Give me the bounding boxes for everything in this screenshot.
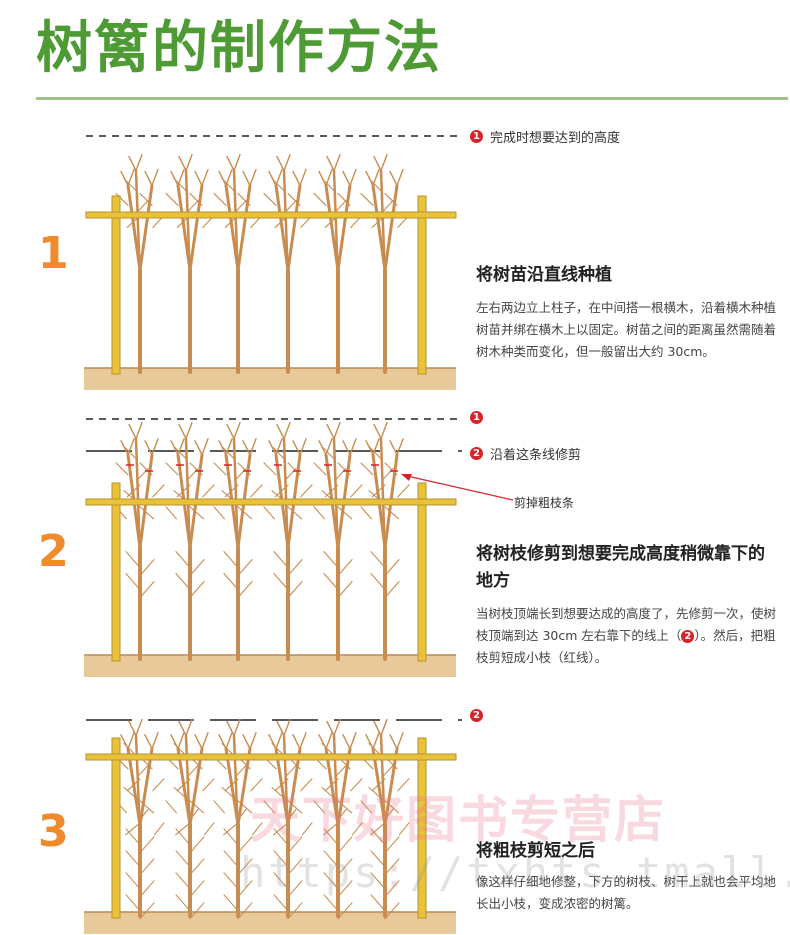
ground xyxy=(84,912,456,934)
sapling xyxy=(165,421,215,661)
sapling xyxy=(360,153,410,374)
cut-thick-branches-callout: 剪掉粗枝条 xyxy=(514,496,575,510)
sapling xyxy=(263,421,313,661)
step-1-marker-1: 1 完成时想要达到的高度 xyxy=(470,127,620,146)
sapling xyxy=(360,718,410,920)
crossbar xyxy=(85,753,457,761)
badge-1-icon: 1 xyxy=(470,411,483,424)
left-post xyxy=(111,737,121,919)
step-1-body: 左右两边立上柱子，在中间搭一根横木，沿着横木种植树苗并绑在横木上以固定。树苗之间… xyxy=(476,300,777,359)
sapling xyxy=(115,153,165,374)
ground xyxy=(84,655,456,677)
step-1-illustration xyxy=(84,135,462,390)
badge-2-icon: 2 xyxy=(681,630,695,643)
sapling xyxy=(115,421,165,661)
ground xyxy=(84,368,456,390)
sapling xyxy=(213,153,263,374)
crossbar xyxy=(85,211,457,219)
step-3-body: 像这样仔细地修整，下方的树枝、树干上就也会平均地长出小枝，变成浓密的树篱。 xyxy=(476,874,777,911)
title-divider xyxy=(36,97,788,100)
step-2-body: 当树枝顶端长到想要达成的高度了，先修剪一次，使树枝顶端到达 30cm 左右靠下的… xyxy=(476,603,786,669)
sapling xyxy=(313,421,363,661)
left-post xyxy=(111,195,121,375)
step-3-heading: 将粗枝剪短之后 xyxy=(476,841,595,861)
right-post xyxy=(417,737,427,919)
sapling xyxy=(263,718,313,920)
sapling xyxy=(213,421,263,661)
step-2-body-part-a: 当树枝顶端长到想要达成的高度了，先修剪一次，使树枝顶端到达 30cm 左右靠下的… xyxy=(476,606,777,643)
sapling xyxy=(165,718,215,920)
right-post xyxy=(417,482,427,662)
left-post xyxy=(111,482,121,662)
sapling xyxy=(213,718,263,920)
badge-2-icon: 2 xyxy=(470,447,483,460)
callout-arrow-icon xyxy=(401,474,514,501)
right-post xyxy=(417,195,427,375)
step-1-number: 1 xyxy=(38,228,69,279)
sapling xyxy=(313,718,363,920)
step-2-marker-1: 1 xyxy=(470,411,490,424)
step-1-heading: 将树苗沿直线种植 xyxy=(476,265,612,285)
step-3-marker-2: 2 xyxy=(470,709,490,722)
step-3-number: 3 xyxy=(38,806,69,857)
page-title: 树篱的制作方法 xyxy=(36,16,442,81)
step-2-marker-2: 2 沿着这条线修剪 xyxy=(470,444,581,463)
step-2-body-part-b: ）。然后，把粗枝剪短成小枝（红线）。 xyxy=(476,628,776,665)
badge-2-icon: 2 xyxy=(470,709,483,722)
step-3-illustration xyxy=(84,718,462,934)
crossbar xyxy=(85,498,457,506)
badge-1-icon: 1 xyxy=(470,130,483,143)
sapling xyxy=(360,421,410,661)
sapling xyxy=(263,153,313,374)
step-2-illustration xyxy=(84,418,462,677)
sapling xyxy=(115,718,165,920)
sapling xyxy=(165,153,215,374)
sapling xyxy=(313,153,363,374)
step-1-marker-1-text: 完成时想要达到的高度 xyxy=(490,131,621,146)
step-2-marker-2-text: 沿着这条线修剪 xyxy=(490,448,582,463)
step-2-number: 2 xyxy=(38,526,69,577)
step-2-heading: 将树枝修剪到想要完成高度稍微靠下的地方 xyxy=(476,544,765,591)
